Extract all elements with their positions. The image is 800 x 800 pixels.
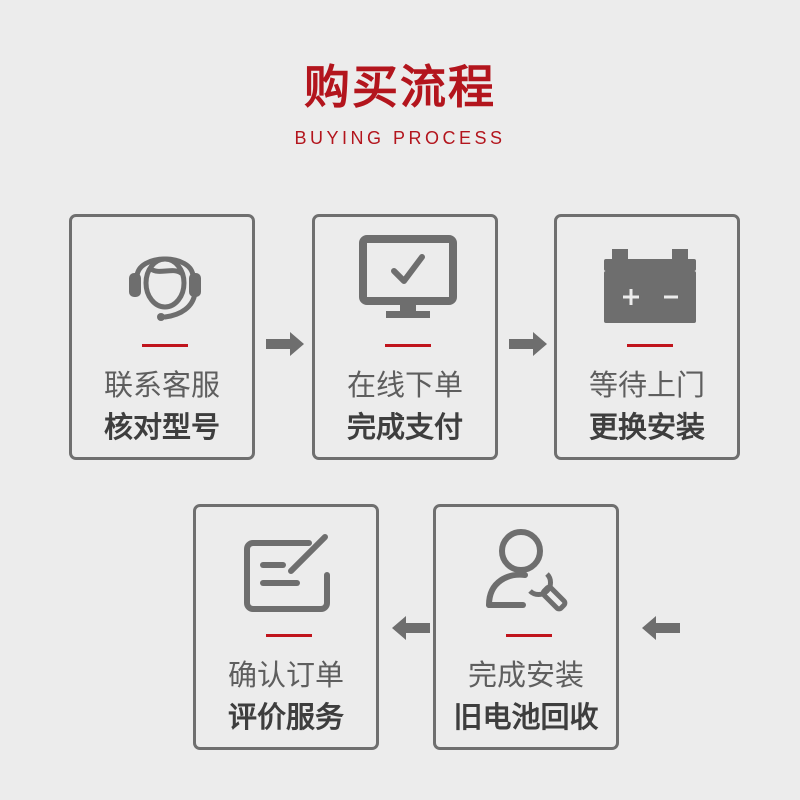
arrow-right-icon bbox=[266, 332, 306, 356]
accent-divider bbox=[627, 344, 673, 347]
step-label-2: 更换安装 bbox=[588, 410, 705, 444]
step-card-confirm: 确认订单 评价服务 bbox=[193, 504, 379, 750]
arrow-left-icon bbox=[390, 616, 430, 640]
step-card-install: 等待上门 更换安装 bbox=[554, 214, 740, 460]
accent-divider bbox=[142, 344, 188, 347]
step-label-2: 旧电池回收 bbox=[453, 700, 599, 734]
step-label-1: 确认订单 bbox=[227, 658, 344, 692]
page-subtitle: BUYING PROCESS bbox=[294, 128, 506, 148]
step-label-1: 在线下单 bbox=[346, 368, 463, 402]
step-label-1: 联系客服 bbox=[103, 368, 220, 402]
step-card-order: 在线下单 完成支付 bbox=[312, 214, 498, 460]
step-card-recycle: 完成安装 旧电池回收 bbox=[433, 504, 619, 750]
step-label-1: 完成安装 bbox=[467, 658, 584, 692]
page-title: 购买流程 bbox=[304, 60, 496, 114]
step-label-1: 等待上门 bbox=[588, 368, 705, 402]
headset-icon bbox=[115, 235, 215, 323]
step-label-2: 完成支付 bbox=[346, 410, 463, 444]
monitor-check-icon bbox=[358, 235, 458, 323]
battery-icon bbox=[600, 235, 700, 323]
step-label-2: 评价服务 bbox=[227, 700, 344, 734]
arrow-right-icon bbox=[509, 332, 549, 356]
accent-divider bbox=[266, 634, 312, 637]
step-card-contact: 联系客服 核对型号 bbox=[69, 214, 255, 460]
step-label-2: 核对型号 bbox=[103, 410, 220, 444]
accent-divider bbox=[506, 634, 552, 637]
user-wrench-icon bbox=[479, 525, 579, 613]
arrow-left-icon bbox=[640, 616, 680, 640]
edit-form-icon bbox=[239, 525, 339, 613]
accent-divider bbox=[385, 344, 431, 347]
